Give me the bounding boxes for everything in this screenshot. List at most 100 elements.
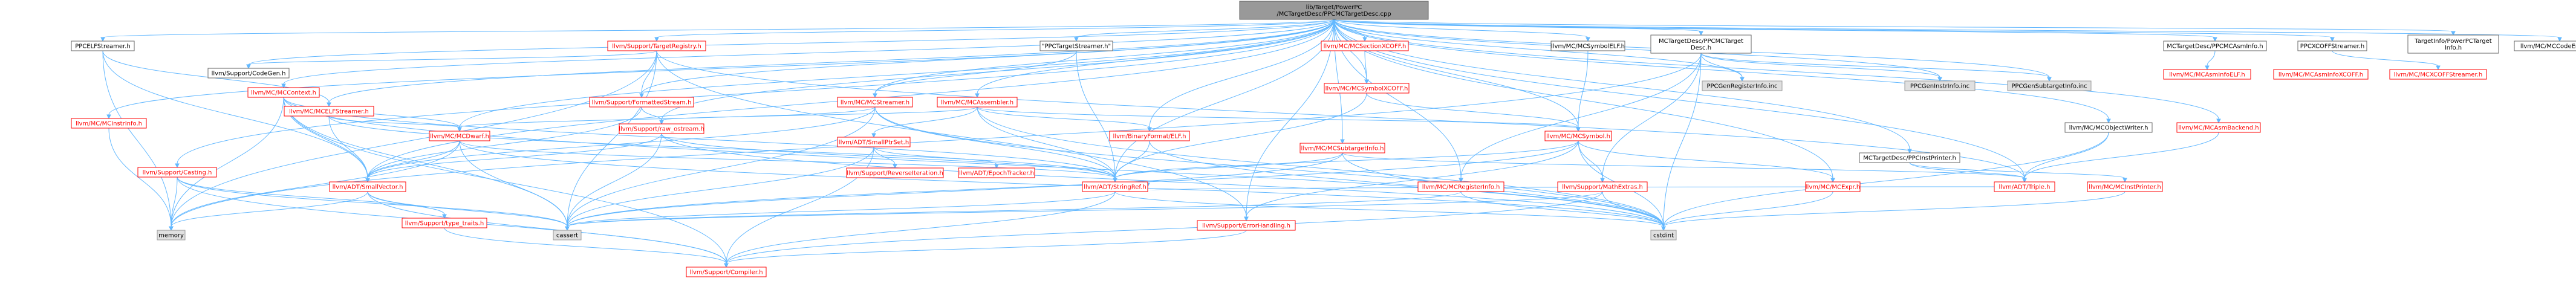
edge-mathextras-to-cassert	[565, 191, 1603, 231]
node-mccodeemitter: llvm/MC/MCCodeEmitter.h	[2514, 40, 2576, 51]
node-label: "PPCTargetStreamer.h"	[1042, 44, 1111, 50]
node-smallptrset[interactable]: llvm/ADT/SmallPtrSet.h	[837, 137, 911, 147]
edge-ppctargetstreamer-to-stringref	[1076, 50, 1117, 183]
node-box	[207, 68, 290, 79]
node-mcsymbol[interactable]: llvm/MC/MCSymbol.h	[1544, 131, 1612, 141]
node-label: Info.h	[2445, 45, 2462, 51]
edge-mcobjectwriter-to-triple	[2022, 132, 2109, 183]
edge-mcobjectwriter-to-cstdint	[1661, 132, 2109, 231]
node-mcasminfoxcoff[interactable]: llvm/MC/MCAsmInfoXCOFF.h	[2273, 69, 2369, 80]
node-box	[1299, 143, 1385, 154]
edge-ppcmctargetdesc-to-memory	[169, 53, 1702, 231]
node-mccontext[interactable]: llvm/MC/MCContext.h	[247, 87, 320, 98]
node-typetraits[interactable]: llvm/Support/type_traits.h	[402, 218, 487, 228]
node-mcassembler[interactable]: llvm/MC/MCAssembler.h	[937, 97, 1018, 108]
node-box	[2087, 181, 2163, 192]
node-casting[interactable]: llvm/Support/Casting.h	[137, 167, 217, 178]
node-box	[1650, 230, 1677, 241]
node-stringref[interactable]: llvm/ADT/StringRef.h	[1082, 181, 1148, 192]
edge-ppcinstprinter-to-mcinstprinter	[1909, 162, 2127, 183]
node-label: llvm/MC/MCDwarf.h	[430, 134, 489, 140]
node-triple[interactable]: llvm/ADT/Triple.h	[1994, 181, 2055, 192]
node-label: lib/Target/PowerPC	[1306, 4, 1362, 11]
node-box	[2163, 40, 2267, 51]
node-mcasmbackend[interactable]: llvm/MC/MCAsmBackend.h	[2176, 122, 2261, 133]
node-label: llvm/MC/MCObjectWriter.h	[2069, 125, 2148, 132]
edge-layer	[100, 19, 2562, 268]
edge-root-to-ppcmcasminfo	[1333, 19, 2217, 42]
node-mcsubtargetinfo[interactable]: llvm/MC/MCSubtargetInfo.h	[1299, 143, 1385, 154]
node-label: llvm/MC/MCELFStreamer.h	[289, 109, 369, 115]
edge-root-to-ppcxcoffstreamer	[1333, 19, 2335, 42]
node-box	[1550, 40, 1625, 51]
edge-formattedstream-to-smallvector	[365, 106, 642, 183]
node-label: llvm/MC/MCCodeEmitter.h	[2520, 44, 2576, 50]
node-box	[607, 40, 706, 51]
edge-mcassembler-to-binaryformatelf	[977, 106, 1152, 132]
node-box	[1239, 1, 1429, 20]
node-mcsymbolelf: llvm/MC/MCSymbolELF.h	[1550, 40, 1625, 51]
node-label: PPCELFStreamer.h	[75, 44, 131, 50]
node-binaryformatelf[interactable]: llvm/BinaryFormat/ELF.h	[1109, 131, 1190, 141]
node-mcelfstreamer[interactable]: llvm/MC/MCELFStreamer.h	[284, 106, 374, 117]
node-label: llvm/Support/ReverseIteration.h	[847, 170, 943, 177]
node-label: llvm/Support/Casting.h	[143, 170, 212, 176]
node-label: llvm/MC/MCStreamer.h	[841, 100, 909, 106]
node-mcstreamer[interactable]: llvm/MC/MCStreamer.h	[837, 97, 913, 108]
node-box	[2297, 40, 2367, 51]
edge-mcinstprinter-to-cstdint	[1661, 191, 2126, 231]
node-box	[71, 118, 147, 129]
node-box	[1702, 80, 1783, 91]
node-errorhandling[interactable]: llvm/Support/ErrorHandling.h	[1197, 220, 1296, 231]
node-box	[137, 167, 217, 178]
node-formattedstream[interactable]: llvm/Support/FormattedStream.h	[589, 97, 694, 108]
edge-smallptrset-to-reverseiteration	[873, 146, 897, 169]
edge-typetraits-to-compiler	[444, 227, 729, 268]
node-smallvector[interactable]: llvm/ADT/SmallVector.h	[329, 181, 406, 192]
node-mcsectionxcoff[interactable]: llvm/MC/MCSectionXCOFF.h	[1321, 40, 1409, 51]
node-label: llvm/Support/type_traits.h	[405, 221, 484, 227]
node-mcregisterinfo[interactable]: llvm/MC/MCRegisterInfo.h	[1417, 181, 1504, 192]
node-label: MCTargetDesc/PPCMCTarget	[1659, 38, 1743, 45]
node-mcinstrinfo[interactable]: llvm/MC/MCInstrInfo.h	[71, 118, 147, 129]
edge-mcasmbackend-to-triple	[2022, 132, 2219, 183]
node-mathextras[interactable]: llvm/Support/MathExtras.h	[1557, 181, 1648, 192]
node-label: MCTargetDesc/PPCMCAsmInfo.h	[2167, 44, 2263, 50]
edge-root-to-mcsymbolelf	[1333, 19, 1590, 42]
node-box	[1994, 181, 2055, 192]
node-box	[2407, 34, 2499, 54]
node-mcinstprinter[interactable]: llvm/MC/MCInstPrinter.h	[2087, 181, 2163, 192]
node-label: llvm/MC/MCAsmBackend.h	[2178, 125, 2259, 132]
edge-mcsymbol-to-stringref	[1113, 140, 1579, 183]
node-box	[157, 230, 186, 241]
edge-mcsymbol-to-errorhandling	[1244, 140, 1579, 222]
node-mcsymbolxcoff[interactable]: llvm/MC/MCSymbolXCOFF.h	[1324, 83, 1410, 94]
node-box	[937, 97, 1018, 108]
node-label: llvm/MC/MCSymbolELF.h	[1551, 44, 1625, 50]
node-mcexpr[interactable]: llvm/MC/MCExpr.h	[1805, 181, 1861, 192]
node-label: llvm/Support/ErrorHandling.h	[1202, 223, 1290, 230]
edge-mcstreamer-to-cassert	[565, 106, 876, 231]
node-epochtracker[interactable]: llvm/ADT/EpochTracker.h	[958, 167, 1035, 178]
node-rawostream[interactable]: llvm/Support/raw_ostream.h	[619, 123, 704, 134]
edge-ppcmctargetdesc-to-cstdint	[1661, 53, 1702, 231]
node-mcasminfoelf[interactable]: llvm/MC/MCAsmInfoELF.h	[2163, 69, 2251, 80]
node-box	[1859, 152, 1960, 163]
node-label: MCTargetDesc/PPCInstPrinter.h	[1863, 155, 1956, 162]
node-compiler[interactable]: llvm/Support/Compiler.h	[686, 267, 767, 277]
node-box	[2273, 69, 2369, 80]
node-box	[589, 97, 694, 108]
edge-mcdwarf-to-memory	[169, 140, 460, 231]
node-codegen: llvm/Support/CodeGen.h	[207, 68, 290, 79]
edge-mcassembler-to-smallptrset	[871, 106, 978, 138]
node-mcxcoffstreamer[interactable]: llvm/MC/MCXCOFFStreamer.h	[2389, 69, 2487, 80]
node-reverseiteration[interactable]: llvm/Support/ReverseIteration.h	[846, 167, 944, 178]
edge-root-to-mcasmbackend	[1333, 19, 2221, 124]
node-targetregistry[interactable]: llvm/Support/TargetRegistry.h	[607, 40, 706, 51]
node-label: Desc.h	[1691, 45, 1711, 51]
node-box	[429, 131, 490, 141]
node-mcdwarf[interactable]: llvm/MC/MCDwarf.h	[429, 131, 490, 141]
edge-root-to-mcassembler	[975, 19, 1335, 99]
edge-mcsectionxcoff-to-mcsymbolxcoff	[1364, 50, 1369, 85]
node-box	[2064, 122, 2153, 133]
